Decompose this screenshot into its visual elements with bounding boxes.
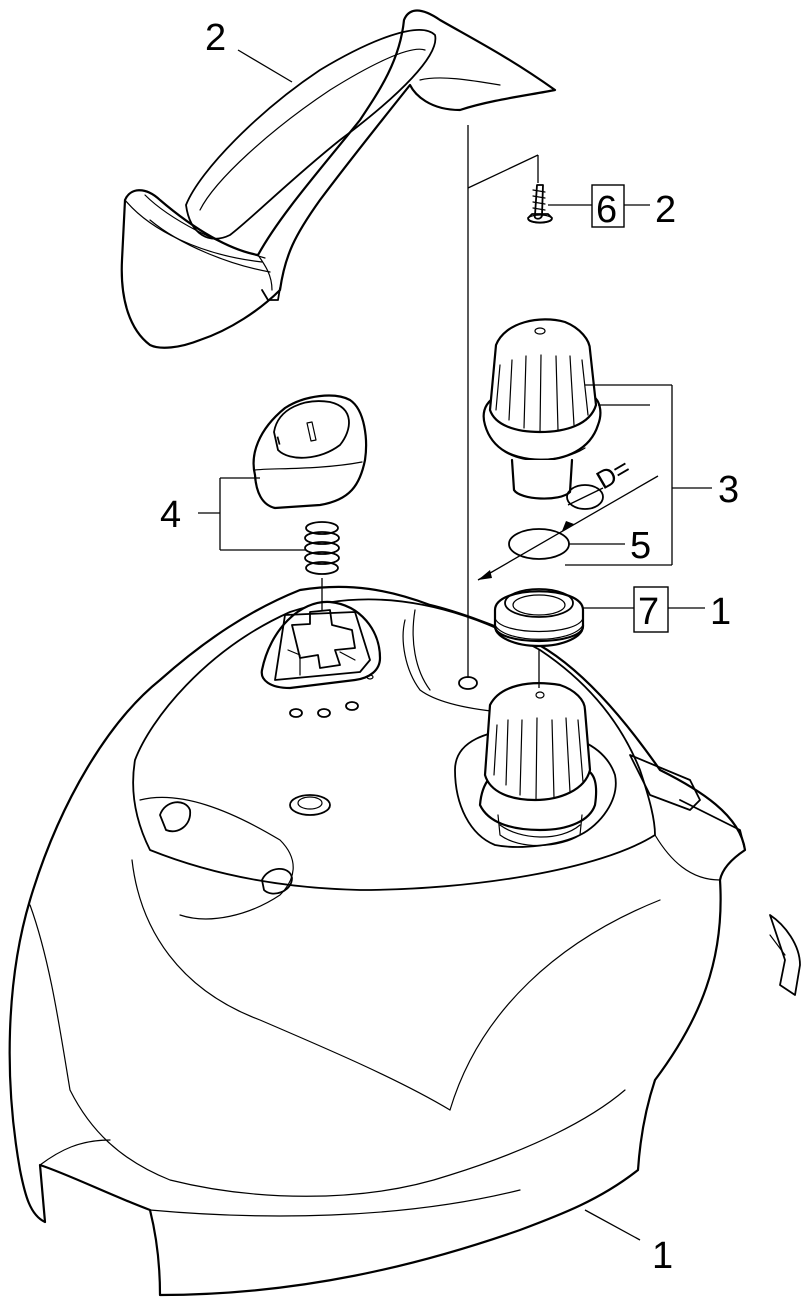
seal-ref-box [633,586,669,633]
knob [482,318,602,500]
callout-knob-group: 3 [718,469,739,511]
callout-screw-ref: 6 [596,189,617,231]
valve-recess [260,600,382,690]
leader-lines [198,49,712,1241]
seal [493,588,585,648]
callout-o-ring: 5 [630,525,651,567]
o-ring [508,528,570,560]
callout-housing: 1 [652,1235,673,1277]
installed-knob [478,682,598,847]
callout-valve-group: 4 [160,494,181,536]
screw-ref-box [591,184,625,228]
callout-seal-qty: 1 [710,591,731,633]
screw [527,184,553,224]
callout-screw-qty: 2 [655,189,676,231]
handle [120,9,557,349]
valve-cap: I [252,394,368,510]
callout-seal-ref: 7 [638,591,659,633]
spring [304,521,340,575]
switch-label: I [275,434,282,448]
callout-handle: 2 [205,17,226,59]
housing-body [8,585,801,1297]
